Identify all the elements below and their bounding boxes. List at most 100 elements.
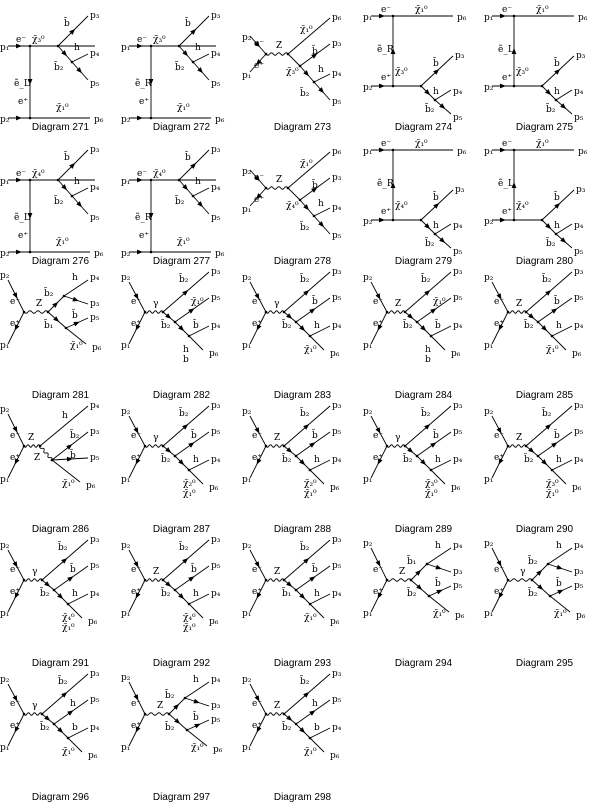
- vertex-dot: [536, 454, 540, 458]
- label-ep: e⁺: [373, 587, 383, 597]
- scalar-line: [555, 223, 573, 235]
- label-c: b̃₂: [161, 586, 171, 599]
- boson-wave: [23, 444, 41, 448]
- label-boson: γ: [32, 567, 37, 577]
- diagram-caption: Diagram 273: [273, 122, 332, 133]
- boson-wave: [144, 712, 170, 716]
- label-neutralino-top: χ̃₄⁰: [153, 168, 166, 179]
- label-p6: p₆: [92, 343, 102, 353]
- vertex-dot: [38, 444, 42, 448]
- label-p1: p₁: [242, 205, 251, 215]
- arrow-icon: [379, 147, 385, 153]
- label-p6: p₆: [215, 249, 225, 259]
- arrow-icon: [254, 427, 260, 434]
- label-b: h: [312, 699, 318, 709]
- label-p5: p₅: [332, 695, 342, 705]
- label-p3: p₃: [455, 185, 465, 195]
- label-boson: Z: [395, 299, 401, 309]
- label-p2: p₂: [0, 115, 10, 125]
- label-b: b̃₂: [70, 428, 80, 441]
- vertex-dot: [282, 712, 286, 716]
- vertex-dot: [506, 578, 510, 582]
- arrow-icon: [299, 593, 306, 600]
- arrow-icon: [194, 723, 201, 729]
- boson-wave: [386, 444, 406, 448]
- vertex-dot: [294, 588, 298, 592]
- label-ep: e⁺: [131, 721, 141, 731]
- label-neutralino-top: χ̃₃⁰: [153, 34, 166, 45]
- label-p6: p₆: [332, 13, 342, 23]
- label-d: b̄: [193, 319, 199, 331]
- label-selectron: ẽ_R: [135, 212, 152, 223]
- vertex-dot: [308, 736, 312, 740]
- arrow-icon: [379, 83, 385, 89]
- label-top: b̄: [312, 45, 318, 57]
- label-e: χ̃₃⁰: [425, 478, 438, 489]
- vertex-dot: [143, 712, 147, 716]
- scalar-line: [428, 595, 450, 613]
- label-p1: p₁: [363, 475, 372, 485]
- label-em: e⁻: [252, 431, 262, 441]
- label-p2: p₂: [363, 407, 373, 417]
- label-p1: p₁: [242, 475, 251, 485]
- arrow-icon: [66, 444, 73, 450]
- label-ep: e⁺: [494, 587, 504, 597]
- label-p5: p₅: [90, 213, 100, 223]
- arrow-icon: [188, 576, 195, 582]
- label-e: χ̃₃⁰: [546, 478, 559, 489]
- label-p5: p₅: [211, 427, 221, 437]
- label-p5: p₅: [211, 715, 221, 725]
- arrow-icon: [148, 213, 154, 219]
- label-e: χ̃₂⁰: [304, 478, 317, 489]
- arrow-icon: [137, 249, 143, 255]
- vertex-dot: [28, 44, 32, 48]
- arrow-icon: [560, 237, 567, 243]
- label-b: h: [193, 675, 199, 685]
- arrow-icon: [173, 703, 180, 710]
- label-c: b̃₁: [282, 586, 292, 599]
- label-a: b̃₂: [421, 406, 431, 419]
- label-n2: χ̃₄⁰: [286, 200, 299, 211]
- label-selectron: ẽ_R: [377, 44, 394, 55]
- label-top: b̄: [554, 57, 560, 69]
- boson-wave: [386, 310, 406, 314]
- label-p2: p₂: [0, 271, 10, 281]
- label-em: e⁻: [10, 297, 20, 307]
- arrow-icon: [309, 710, 316, 716]
- label-em: e⁻: [10, 565, 20, 575]
- arrow-icon: [254, 561, 260, 568]
- arrow-icon: [61, 692, 68, 698]
- arrow-icon: [545, 290, 552, 296]
- label-b: χ̃₁⁰: [191, 296, 204, 307]
- label-p5: p₅: [211, 561, 221, 571]
- arrow-icon: [536, 569, 543, 576]
- label-a: b̃₂: [542, 406, 552, 419]
- label-p6: p₆: [572, 349, 582, 359]
- label-em: e⁻: [502, 5, 512, 15]
- arrow-icon: [545, 223, 552, 230]
- label-boson: Z: [274, 701, 280, 711]
- vertex-dot: [546, 562, 550, 566]
- label-p2: p₂: [0, 541, 10, 551]
- arrow-icon: [133, 293, 139, 300]
- arrow-icon: [135, 592, 141, 599]
- label-bot: b̃₂: [425, 102, 435, 115]
- label-c: b̃₂: [403, 318, 413, 331]
- label-mid: h: [74, 177, 80, 187]
- arrow-icon: [254, 175, 260, 182]
- arrow-icon: [286, 715, 293, 721]
- label-mid: h: [195, 43, 201, 53]
- arrow-icon: [435, 564, 442, 570]
- label-c: b̃₂: [403, 452, 413, 465]
- label-c: b̃₂: [161, 318, 171, 331]
